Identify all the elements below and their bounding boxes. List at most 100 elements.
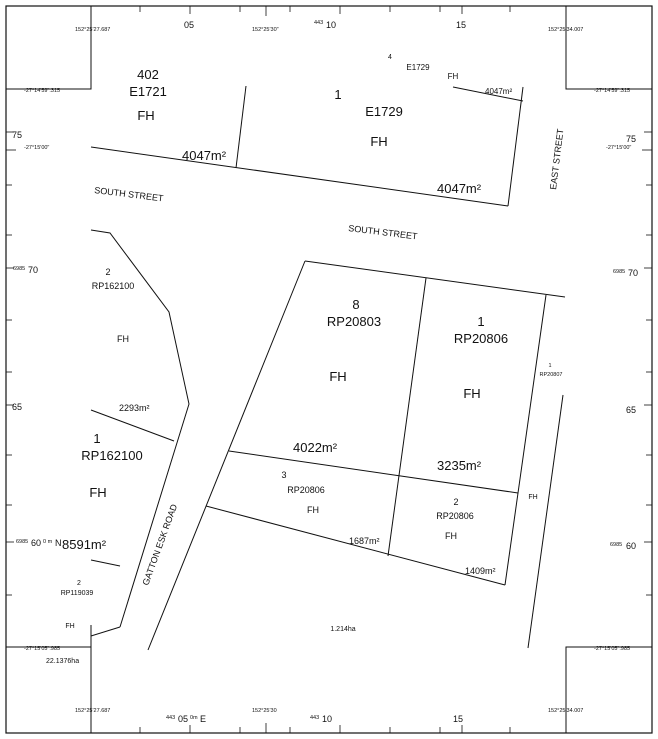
parcel-lot: 2 xyxy=(453,497,458,507)
parcel-area: 22.1376ha xyxy=(46,658,79,665)
coord-bottom-right-lon: 152°25'34.007 xyxy=(548,708,583,714)
grid-label-right-6985-70: 6985 xyxy=(613,269,625,275)
grid-label-left-0m: 0 m xyxy=(43,539,53,545)
parcel-1-e1729: 1 E1729 FH 4047m² xyxy=(334,87,481,196)
parcel-tenure: FH xyxy=(117,334,129,344)
grid-label-bottom-443: 443 xyxy=(166,715,175,721)
parcel-8-rp20803: 8 RP20803 FH 4022m² xyxy=(293,297,381,455)
parcel-area: 4022m² xyxy=(293,440,338,455)
parcel-plan: RP162100 xyxy=(81,448,142,463)
parcel-lot: 2 xyxy=(105,267,110,277)
parcel-1-rp162100: 1 RP162100 FH 8591m² xyxy=(62,431,143,552)
grid-label-left-70: 70 xyxy=(28,265,38,275)
coord-bottom-left-lon: 152°25'27.687 xyxy=(75,708,110,714)
parcel-2-rp20806: 2 RP20806 FH 1409m² xyxy=(436,497,495,576)
map-frame xyxy=(5,5,653,734)
parcel-plan: RP20806 xyxy=(436,511,474,521)
grid-label-right-70: 70 xyxy=(628,268,638,278)
parcel-2-rp162100: 2 RP162100 FH 2293m² xyxy=(92,267,150,413)
grid-label-right-60: 60 xyxy=(626,541,636,551)
grid-label-bottom-10: 10 xyxy=(322,714,332,724)
parcel-plan: E1721 xyxy=(129,84,167,99)
parcel-area: 4047m² xyxy=(437,181,482,196)
parcel-plan: E1729 xyxy=(365,104,403,119)
edge-ticks xyxy=(6,6,652,733)
parcel-labels: 402 E1721 FH 4047m² 1 E1729 FH 4047m² 4 … xyxy=(46,54,562,665)
parcel-tenure: FH xyxy=(89,485,106,500)
grid-label-left-75: 75 xyxy=(12,130,22,140)
parcel-tenure: FH xyxy=(445,531,457,541)
grid-label-right-6985-60: 6985 xyxy=(610,542,622,548)
parcel-area: 1409m² xyxy=(465,566,496,576)
parcel-lot: 1 xyxy=(548,363,551,369)
parcel-tenure: FH xyxy=(370,134,387,149)
parcel-1-rp20806: 1 RP20806 FH 3235m² xyxy=(437,314,508,473)
coord-left-bottom-lat: -27°15'05".985 xyxy=(24,646,60,652)
parcel-lot: 402 xyxy=(137,67,159,82)
coord-left-lat-15: -27°15'00" xyxy=(24,145,49,151)
grid-label-left-N: N xyxy=(55,538,62,548)
parcel-4-e1729: 4 E1729 FH 4047m² xyxy=(388,54,512,96)
parcel-area: 4047m² xyxy=(485,87,512,96)
parcel-plan: E1729 xyxy=(406,63,430,72)
coord-top-left-lon: 152°25'27.687 xyxy=(75,27,110,33)
parcel-lot: 1 xyxy=(93,431,100,446)
street-south-street-2: SOUTH STREET xyxy=(348,223,419,241)
parcel-boundaries xyxy=(90,85,566,651)
grid-label-left-6985-70: 6985 xyxy=(13,266,25,272)
parcel-area: 3235m² xyxy=(437,458,482,473)
coord-right-top-lat: -27°14'59".315 xyxy=(594,88,630,94)
grid-label-bottom-15: 15 xyxy=(453,714,463,724)
grid-labels: 05 443 10 15 443 05 0m E 443 10 15 75 69… xyxy=(12,20,638,724)
coord-right-bottom-lat: -27°15'05".985 xyxy=(594,646,630,652)
grid-label-top-443: 443 xyxy=(314,20,323,26)
parcel-lot: 1 xyxy=(477,314,484,329)
parcel-tenure: FH xyxy=(307,505,319,515)
parcel-402-e1721: 402 E1721 FH 4047m² xyxy=(129,67,227,163)
parcel-tenure: FH xyxy=(137,108,154,123)
parcel-lot: 1 xyxy=(334,87,341,102)
parcel-3-rp20806: 3 RP20806 FH 1687m² xyxy=(281,470,379,546)
street-east-street: EAST STREET xyxy=(548,128,565,191)
coord-top-right-lon: 152°25'34.007 xyxy=(548,27,583,33)
grid-label-bottom-05: 05 xyxy=(178,714,188,724)
parcel-plan: RP20803 xyxy=(327,314,381,329)
parcel-area: 4047m² xyxy=(182,148,227,163)
parcel-lot: 2 xyxy=(77,580,81,587)
parcel-2-rp119039: 2 RP119039 FH 22.1376ha xyxy=(46,580,93,665)
street-labels: SOUTH STREET SOUTH STREET EAST STREET GA… xyxy=(94,128,566,587)
parcel-tenure: FH xyxy=(463,386,480,401)
street-gatton-esk-road: GATTON ESK ROAD xyxy=(140,502,179,586)
parcel-tenure: FH xyxy=(65,623,74,630)
parcel-plan: RP119039 xyxy=(61,590,94,597)
parcel-lot: 8 xyxy=(352,297,359,312)
grid-label-bottom-0m: 0m xyxy=(190,715,198,721)
coord-left-top-lat: -27°14'59".315 xyxy=(24,88,60,94)
parcel-area: 8591m² xyxy=(62,537,107,552)
parcel-plan: RP20806 xyxy=(287,485,325,495)
parcel-tenure: FH xyxy=(528,494,537,501)
grid-label-left-60: 60 xyxy=(31,538,41,548)
grid-label-right-75: 75 xyxy=(626,134,636,144)
grid-label-left-6985-60: 6985 xyxy=(16,539,28,545)
parcel-lot: 4 xyxy=(388,54,392,61)
coordinate-labels: 152°25'27.687 152°25'30" 152°25'34.007 1… xyxy=(24,27,631,714)
grid-label-top-10: 10 xyxy=(326,20,336,30)
parcel-area: 2293m² xyxy=(119,403,150,413)
parcel-plan: RP20807 xyxy=(540,372,563,378)
coord-right-lat-15: -27°15'00" xyxy=(606,145,631,151)
grid-label-top-15: 15 xyxy=(456,20,466,30)
parcel-area-bottom: 1.214ha xyxy=(330,626,355,633)
parcel-area: 1687m² xyxy=(349,536,380,546)
parcel-plan: RP162100 xyxy=(92,281,135,291)
grid-label-right-65: 65 xyxy=(626,405,636,415)
parcel-plan: RP20806 xyxy=(454,331,508,346)
parcel-tenure: FH xyxy=(448,72,459,81)
coord-bottom-mid-lon: 152°25'30 xyxy=(252,708,277,714)
street-south-street-1: SOUTH STREET xyxy=(94,185,165,203)
grid-label-bottom-443b: 443 xyxy=(310,715,319,721)
grid-label-bottom-E: E xyxy=(200,714,206,724)
parcel-1-rp20807: 1 RP20807 FH xyxy=(528,363,562,501)
grid-label-top-05: 05 xyxy=(184,20,194,30)
